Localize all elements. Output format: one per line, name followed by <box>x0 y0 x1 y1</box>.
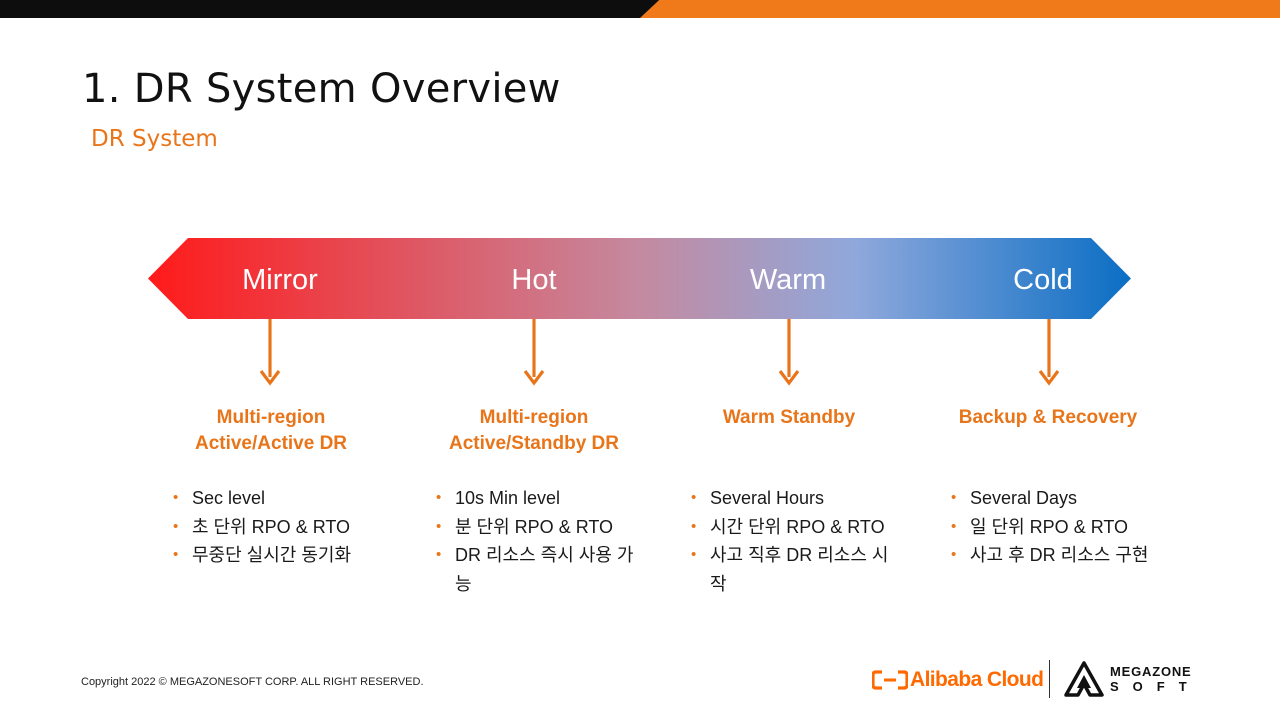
stage-label-hot: Hot <box>511 264 557 296</box>
bullet-item: DR 리소스 즉시 사용 가능 <box>436 541 648 598</box>
bullet-item: 분 단위 RPO & RTO <box>436 513 648 542</box>
alibaba-cloud-text: Alibaba Cloud <box>910 668 1044 691</box>
stage-title-line: Warm Standby <box>722 407 856 428</box>
stage-title-cold: Backup & Recovery <box>928 405 1168 431</box>
stage-bullets-mirror: Sec level 초 단위 RPO & RTO 무중단 실시간 동기화 <box>173 484 403 570</box>
alibaba-cloud-icon <box>872 670 908 690</box>
bullet-item: 시간 단위 RPO & RTO <box>691 513 903 542</box>
bullet-item: Sec level <box>173 484 403 513</box>
stage-title-mirror: Multi-region Active/Active DR <box>151 405 391 457</box>
down-arrow-icon <box>1038 319 1060 386</box>
top-bar-black <box>0 0 660 18</box>
bullet-item: 일 단위 RPO & RTO <box>951 513 1163 542</box>
stage-title-warm: Warm Standby <box>669 405 909 431</box>
slide-title: 1. DR System Overview <box>82 66 561 112</box>
stage-title-line: Multi-region <box>479 407 589 428</box>
copyright-text: Copyright 2022 © MEGAZONESOFT CORP. ALL … <box>81 676 424 688</box>
bullet-item: 사고 후 DR 리소스 구현 <box>951 541 1163 570</box>
megazone-text: MEGAZONE <box>1110 664 1192 679</box>
logo-divider <box>1049 660 1050 698</box>
stage-bullets-hot: 10s Min level 분 단위 RPO & RTO DR 리소스 즉시 사… <box>436 484 648 598</box>
stage-title-hot: Multi-region Active/Standby DR <box>414 405 654 457</box>
bullet-item: 10s Min level <box>436 484 648 513</box>
megazone-logo-icon <box>1064 661 1104 697</box>
dr-spectrum-band: Mirror Hot Warm Cold <box>148 238 1131 319</box>
stage-bullets-cold: Several Days 일 단위 RPO & RTO 사고 후 DR 리소스 … <box>951 484 1163 570</box>
bullet-item: 사고 직후 DR 리소스 시작 <box>691 541 903 598</box>
down-arrow-icon <box>259 319 281 386</box>
stage-label-warm: Warm <box>749 264 827 296</box>
down-arrow-icon <box>523 319 545 386</box>
stage-bullets-warm: Several Hours 시간 단위 RPO & RTO 사고 직후 DR 리… <box>691 484 903 598</box>
stage-title-line: Active/Standby DR <box>449 433 619 454</box>
bullet-item: Several Hours <box>691 484 903 513</box>
alibaba-cloud-logo: Alibaba Cloud <box>872 666 1044 694</box>
megazone-soft-text: SOFT <box>1110 679 1201 694</box>
stage-title-line: Active/Active DR <box>194 433 348 454</box>
stage-label-cold: Cold <box>1013 264 1073 296</box>
bullet-item: Several Days <box>951 484 1163 513</box>
slide-subtitle: DR System <box>91 126 218 152</box>
top-bar-orange <box>640 0 1280 18</box>
down-arrow-icon <box>778 319 800 386</box>
stage-label-mirror: Mirror <box>242 264 318 296</box>
stage-title-line: Multi-region <box>216 407 326 428</box>
bullet-item: 초 단위 RPO & RTO <box>173 513 403 542</box>
bullet-item: 무중단 실시간 동기화 <box>173 541 403 570</box>
dr-spectrum-arrow-shape <box>148 238 1131 319</box>
stage-title-line: Backup & Recovery <box>958 407 1138 428</box>
